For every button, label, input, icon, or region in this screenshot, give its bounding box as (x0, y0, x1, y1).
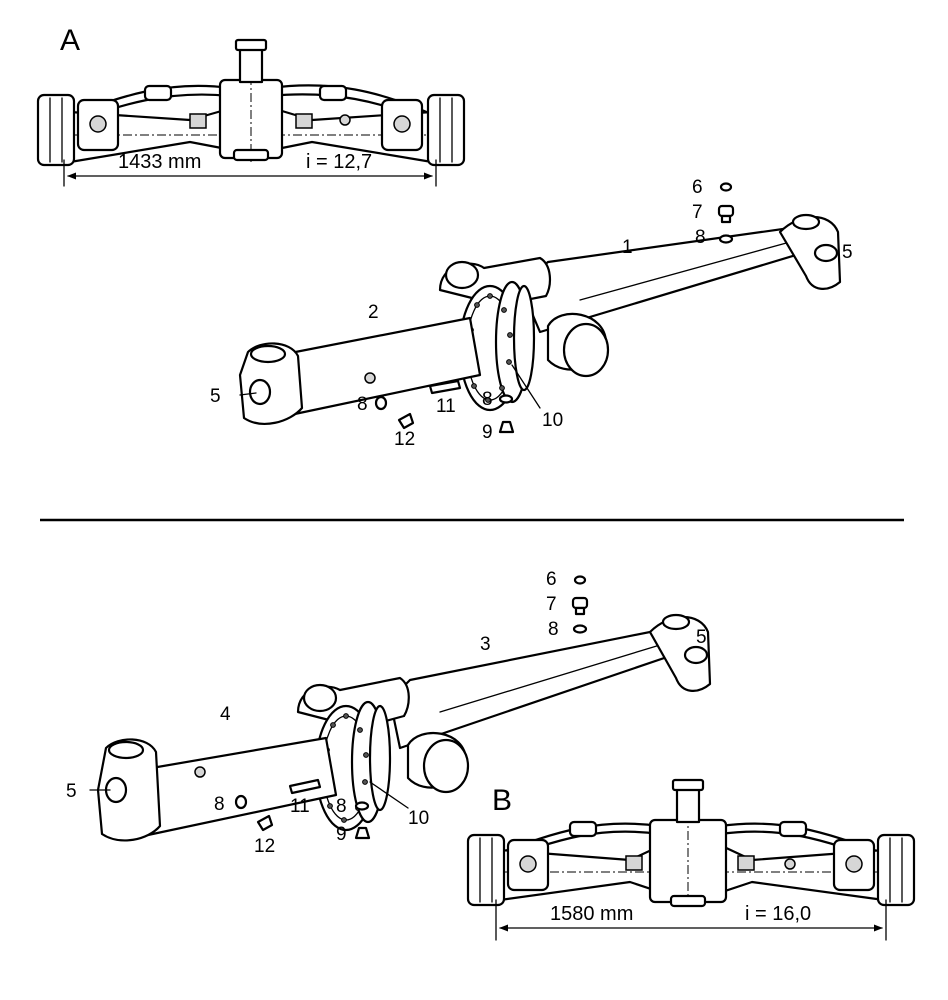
callout-11-lower: 11 (290, 796, 310, 817)
callout-2: 2 (368, 302, 379, 323)
callout-8-upper-mid: 8 (482, 389, 493, 410)
view-b-width-label: 1580 mm (550, 903, 633, 925)
lower-axle-housing (96, 613, 712, 842)
callout-9-upper: 9 (482, 422, 493, 443)
callout-8-lower-mid: 8 (336, 796, 347, 817)
callout-8-lower-left: 8 (214, 794, 225, 815)
callout-5-upper-right: 5 (842, 242, 853, 263)
view-b-letter: B (492, 784, 512, 817)
view-a-ratio-label: i = 12,7 (306, 151, 372, 173)
callout-3: 3 (480, 634, 491, 655)
front-view-b (466, 778, 916, 908)
callout-11-upper: 11 (436, 396, 456, 417)
callout-1: 1 (622, 237, 633, 258)
callout-8-lower-top: 8 (548, 619, 559, 640)
lower-small-parts (234, 575, 589, 840)
callout-5-lower-left: 5 (66, 781, 77, 802)
upper-axle-housing (238, 213, 842, 425)
callout-10-lower: 10 (408, 808, 429, 829)
callout-6-upper: 6 (692, 177, 703, 198)
view-a-width-label: 1433 mm (118, 151, 201, 173)
front-view-a (36, 38, 466, 167)
callout-7-upper: 7 (692, 202, 703, 223)
callout-5-upper-left: 5 (210, 386, 221, 407)
callout-8-upper-top: 8 (695, 227, 706, 248)
callout-4: 4 (220, 704, 231, 725)
callout-8-upper-left: 8 (357, 394, 368, 415)
callout-6-lower: 6 (546, 569, 557, 590)
callout-5-lower-right: 5 (696, 627, 707, 648)
callout-7-lower: 7 (546, 594, 557, 615)
callout-12-upper: 12 (394, 429, 415, 450)
upper-small-parts (374, 182, 735, 434)
view-b-ratio-label: i = 16,0 (745, 903, 811, 925)
callout-9-lower: 9 (336, 824, 347, 845)
view-a-letter: A (60, 24, 80, 57)
callout-12-lower: 12 (254, 836, 275, 857)
callout-10-upper: 10 (542, 410, 563, 431)
